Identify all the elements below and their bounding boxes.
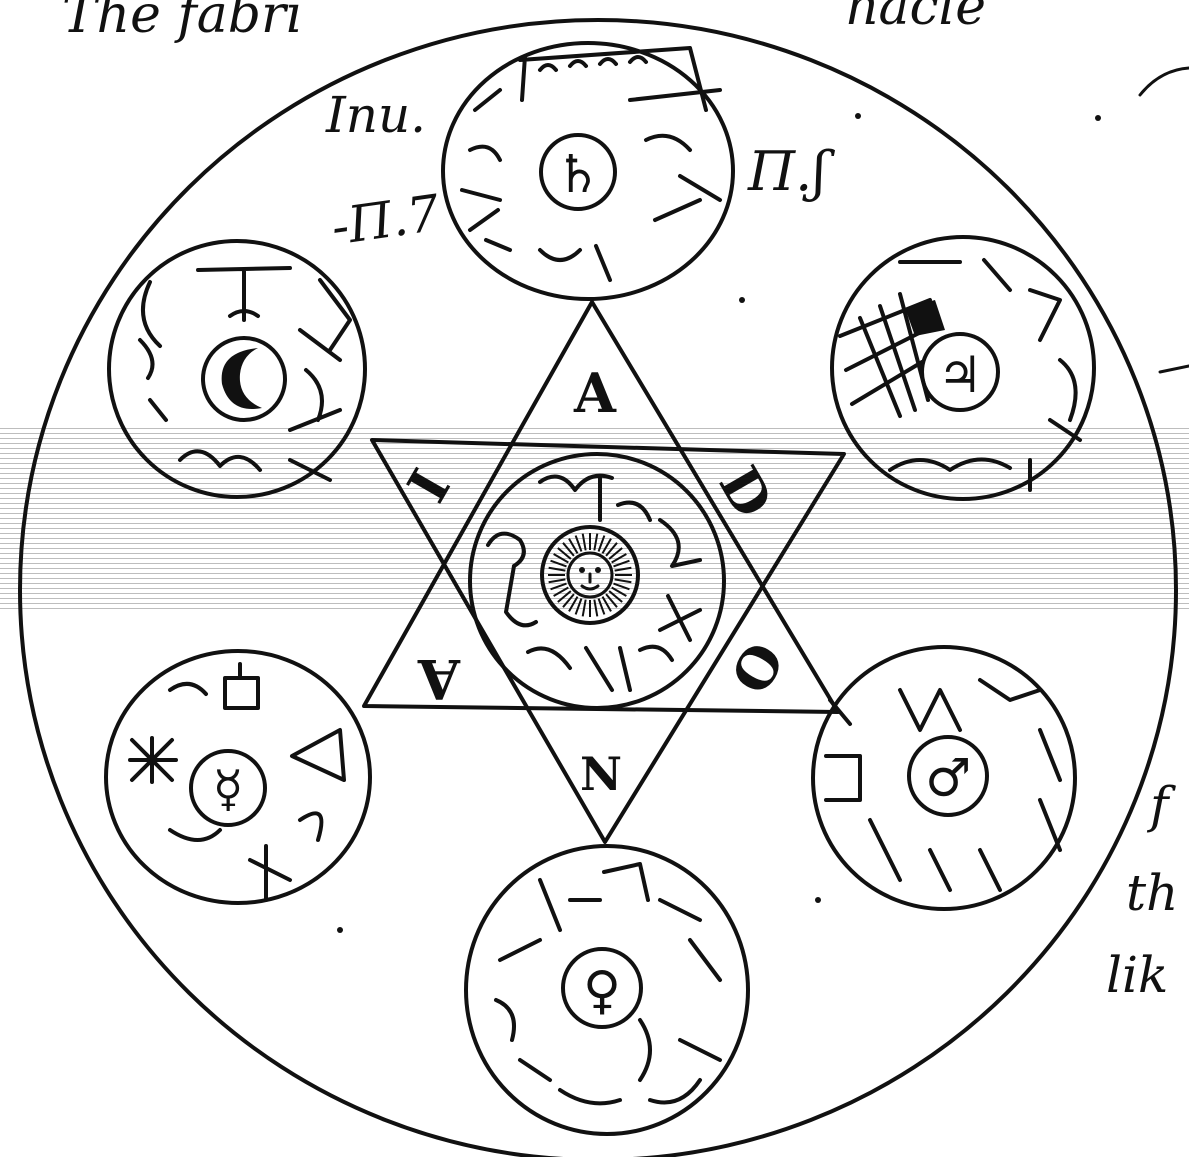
center-glyph-right xyxy=(660,520,700,640)
heading-fragment-right: nacle xyxy=(845,0,986,37)
sun-ray xyxy=(549,568,566,571)
mercury-glyph-top xyxy=(170,664,258,708)
mercury-glyph-left xyxy=(130,738,176,782)
jupiter-seal: ♃ xyxy=(832,237,1094,499)
margin-fragment-2: th xyxy=(1126,864,1178,922)
sun-face-icon xyxy=(548,533,632,617)
center-seal xyxy=(470,454,724,708)
sun-ray xyxy=(551,584,567,590)
mars-seal: ♂ xyxy=(813,647,1075,909)
heading-fragment-left: The fabri xyxy=(62,0,303,45)
sun-ray xyxy=(615,579,632,582)
margin-fragment-1: f xyxy=(1146,776,1176,834)
sun-ray xyxy=(576,536,582,552)
sun-ray xyxy=(551,561,567,567)
sun-ray xyxy=(583,534,586,551)
hexagram-letter-lower-right: O xyxy=(718,632,797,705)
sun-ray xyxy=(594,534,597,551)
hexagram-letter-lower-left: A xyxy=(417,647,461,711)
margin-stroke-top xyxy=(1140,68,1189,95)
sun-ray xyxy=(583,600,586,617)
venus-glyph-left xyxy=(496,940,550,1080)
mars-icon: ♂ xyxy=(925,748,972,809)
annotation-top-left-script: Inu. xyxy=(325,86,426,144)
moon-glyph-right xyxy=(290,280,350,480)
sun-ray xyxy=(549,579,566,582)
mercury-icon: ☿ xyxy=(213,759,244,818)
saturn-glyph-top xyxy=(520,48,706,110)
hexagram-letter-bottom: N xyxy=(580,747,622,801)
saturn-glyph-bottom xyxy=(540,246,610,280)
center-glyph-left xyxy=(488,534,536,626)
margin-stroke-mid xyxy=(1160,366,1189,372)
sun-ray xyxy=(613,561,629,567)
moon-seal xyxy=(109,241,365,497)
stray-dot xyxy=(337,927,343,933)
center-glyph-bottom xyxy=(528,647,672,690)
sun-ray xyxy=(599,536,605,552)
jupiter-icon: ♃ xyxy=(938,345,983,404)
sun-ray xyxy=(615,568,632,571)
saturn-seal: ♄ xyxy=(443,43,733,299)
hexagram-letter-upper-right: D xyxy=(707,456,786,529)
annotation-top-left-numeral: -Π.7 xyxy=(328,184,443,257)
moon-glyph-bottom xyxy=(150,400,260,470)
sun-ray xyxy=(599,598,605,614)
sun-ray xyxy=(576,598,582,614)
sun-ray xyxy=(594,600,597,617)
stray-dot xyxy=(815,897,821,903)
hexagram-letter-top: A xyxy=(573,361,617,425)
saturn-icon: ♄ xyxy=(555,144,602,205)
jupiter-glyph-bottom xyxy=(890,459,1030,490)
stray-dot xyxy=(739,297,745,303)
stray-dot xyxy=(855,113,861,119)
center-glyph-top xyxy=(540,476,650,520)
stray-dot xyxy=(1095,115,1101,121)
venus-seal: ♀ xyxy=(466,846,748,1134)
moon-icon xyxy=(222,348,262,409)
mercury-triangle-glyph xyxy=(292,730,344,780)
sun-ray xyxy=(613,584,629,590)
venus-glyph-bottom xyxy=(560,1020,720,1103)
mercury-seal: ☿ xyxy=(106,651,370,903)
annotation-top-right-numeral: Π.ʃ xyxy=(747,140,835,203)
moon-glyph-top xyxy=(140,268,290,378)
hexagram-letter-upper-left: I xyxy=(395,459,463,513)
venus-icon: ♀ xyxy=(583,960,621,1021)
margin-fragment-3: lik xyxy=(1106,946,1168,1004)
saturn-glyph-left xyxy=(462,90,510,250)
